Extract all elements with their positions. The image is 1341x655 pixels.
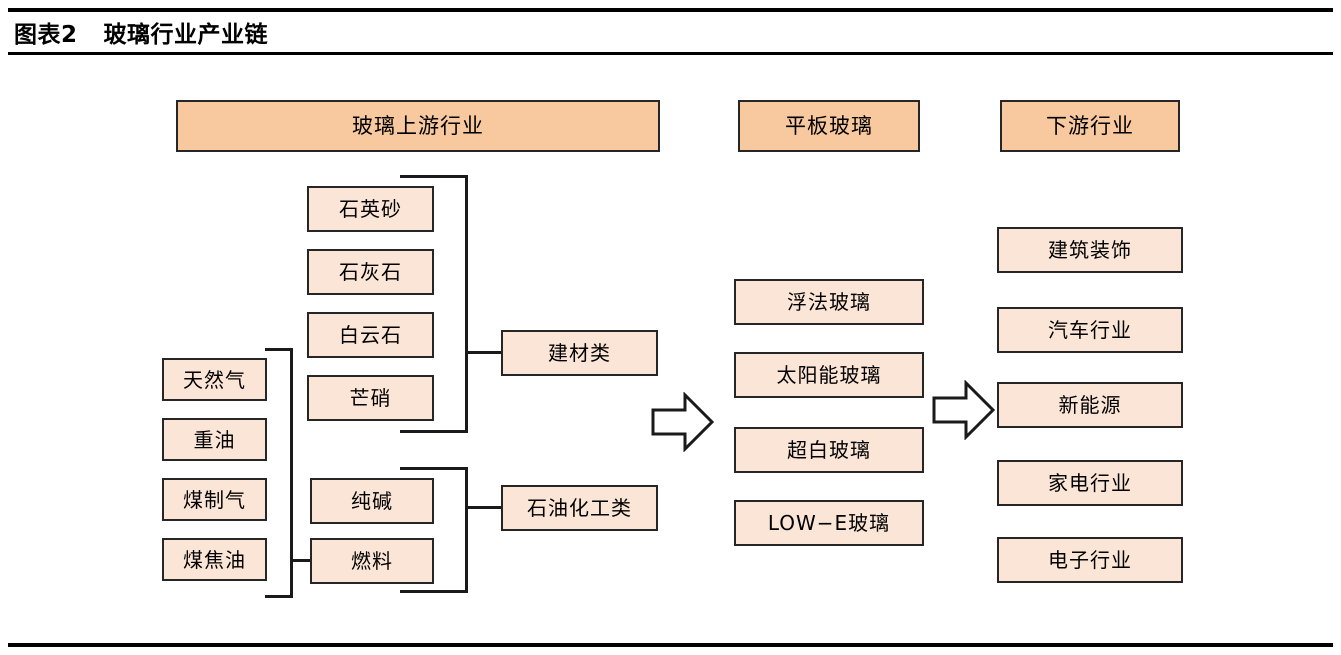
box-mineral-mirabilite: 芒硝 [307, 375, 434, 421]
bracket-minerals-bottom [400, 430, 468, 433]
arrow-upstream-to-midstream [651, 392, 715, 452]
bracket-minerals-spine [465, 175, 468, 433]
box-chemical-soda-ash: 纯碱 [310, 478, 434, 524]
box-glass-float: 浮法玻璃 [734, 279, 924, 325]
box-mineral-limestone: 石灰石 [307, 249, 434, 295]
top-rule [8, 8, 1333, 12]
box-category-building-materials: 建材类 [501, 330, 658, 376]
arrow-midstream-to-downstream [932, 380, 996, 440]
figure-title-row: 图表2 玻璃行业产业链 [14, 14, 268, 50]
box-chemical-fuel: 燃料 [310, 538, 434, 584]
bracket-chemicals-top [400, 467, 468, 470]
bracket-fuels-top [265, 348, 293, 351]
box-mineral-dolomite: 白云石 [307, 312, 434, 358]
title-underline-rule [8, 52, 1333, 55]
header-midstream: 平板玻璃 [738, 100, 920, 152]
box-mineral-quartz-sand: 石英砂 [307, 186, 434, 232]
bracket-minerals-top [400, 175, 468, 178]
connector-chemicals-to-petrochemical [465, 506, 503, 509]
figure-label: 图表2 [14, 22, 78, 48]
connector-minerals-to-building-materials [465, 351, 503, 354]
box-fuel-coal-gas: 煤制气 [162, 478, 267, 521]
header-upstream: 玻璃上游行业 [176, 100, 660, 152]
box-glass-ultra-white: 超白玻璃 [734, 427, 924, 473]
bracket-fuels-bottom [265, 595, 293, 598]
box-downstream-architectural-decoration: 建筑装饰 [997, 227, 1183, 273]
box-glass-low-e: LOW−E玻璃 [734, 500, 924, 546]
page-title: 玻璃行业产业链 [103, 22, 269, 48]
header-downstream: 下游行业 [1000, 100, 1180, 152]
box-glass-solar: 太阳能玻璃 [734, 352, 924, 398]
bottom-rule [8, 643, 1333, 647]
connector-fuels-to-fuel-category [290, 559, 312, 562]
box-fuel-natural-gas: 天然气 [162, 358, 267, 401]
box-fuel-coal-tar: 煤焦油 [162, 538, 267, 581]
box-downstream-automotive: 汽车行业 [997, 307, 1183, 353]
bracket-fuels-spine [290, 348, 293, 598]
box-fuel-heavy-oil: 重油 [162, 418, 267, 461]
box-downstream-new-energy: 新能源 [997, 382, 1183, 428]
box-downstream-home-appliance: 家电行业 [997, 460, 1183, 506]
box-category-petrochemical: 石油化工类 [501, 485, 658, 531]
bracket-chemicals-spine [465, 467, 468, 593]
bracket-chemicals-bottom [400, 590, 468, 593]
box-downstream-electronics: 电子行业 [997, 537, 1183, 583]
